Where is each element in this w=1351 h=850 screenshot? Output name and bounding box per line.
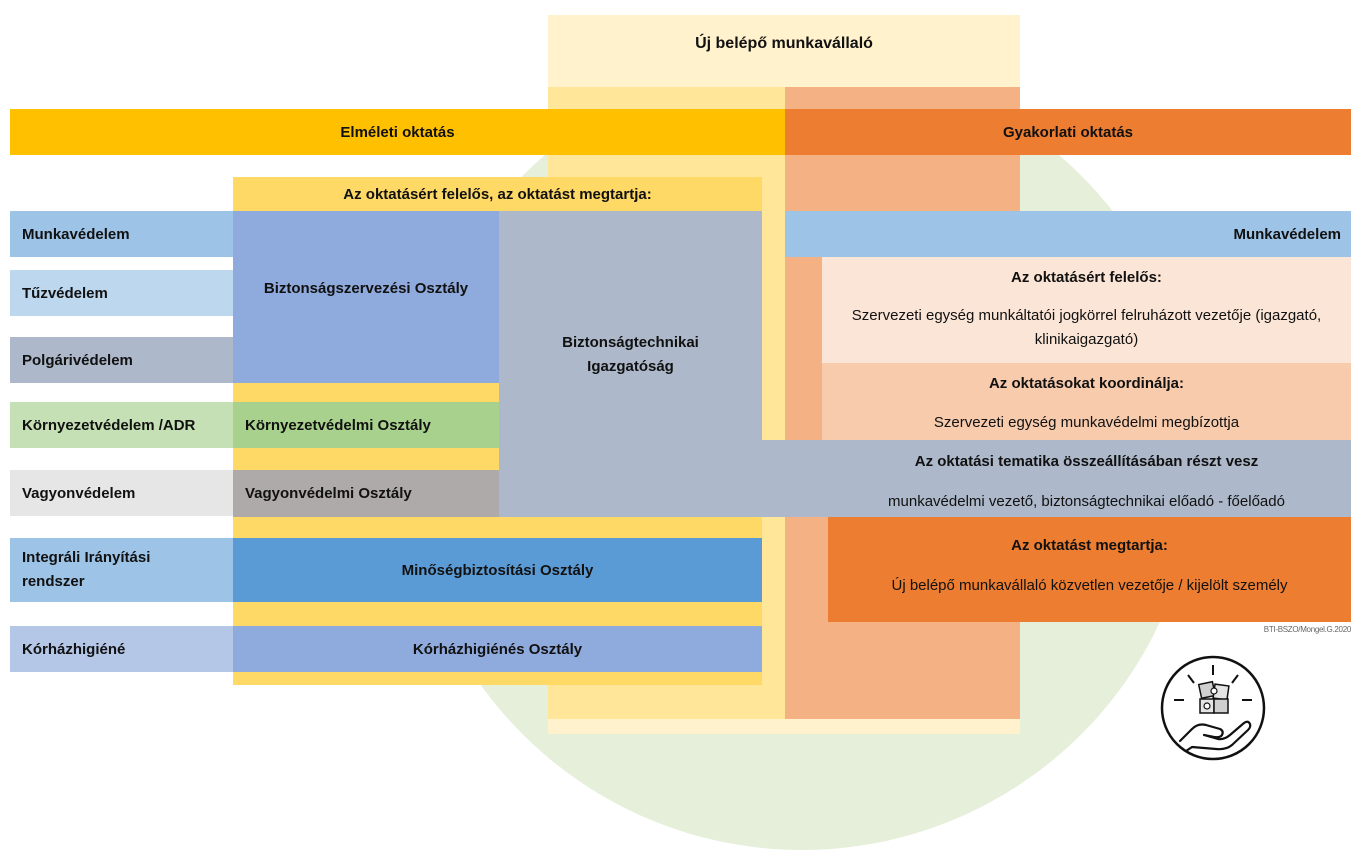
unit-property: Vagyonvédelmi Osztály (233, 470, 499, 517)
practice-header: Gyakorlati oktatás (785, 109, 1351, 155)
unit-quality: Minőségbiztosítási Osztály (233, 538, 762, 602)
practice-area-munkavedelem: Munkavédelem (785, 211, 1351, 257)
coordinator-title: Az oktatásokat koordinálja: (988, 374, 1185, 392)
thematic-title: Az oktatási tematika összeállításában ré… (914, 452, 1259, 470)
unit-hygiene: Kórházhigiénés Osztály (233, 626, 762, 672)
trainer-box (828, 517, 1351, 622)
responsible-box (822, 257, 1351, 363)
area-vagyonvedelem: Vagyonvédelem (10, 470, 233, 516)
trainer-text: Új belépő munkavállaló közvetlen vezetőj… (891, 576, 1288, 594)
header-title: Új belépő munkavállaló (695, 35, 873, 52)
area-integralt-iranyitasi: Integráli Irányítási rendszer (10, 538, 233, 602)
area-tuzvedelem: Tűzvédelem (10, 270, 233, 316)
responsible-header: Az oktatásért felelős, az oktatást megta… (343, 185, 652, 203)
area-munkavedelem: Munkavédelem (10, 211, 233, 257)
coordinator-text: Szervezeti egység munkavédelmi megbízott… (933, 413, 1240, 431)
area-polgarivedelem: Polgárivédelem (10, 337, 233, 383)
thematic-text: munkavédelmi vezető, biztonságtechnikai … (888, 492, 1285, 510)
credit-text: BTI-BSZO/Mongel.G.2020 (1263, 625, 1351, 634)
unit-security-org: Biztonságszervezési Osztály (233, 211, 499, 383)
theory-header: Elméleti oktatás (10, 109, 785, 155)
area-korhazhigiene: Kórházhigiéné (10, 626, 233, 672)
unit-security-tech-label: Biztonságtechnikai Igazgatóság (562, 334, 699, 375)
coordinator-box (822, 363, 1351, 440)
trainer-title: Az oktatást megtartja: (1011, 536, 1168, 554)
responsible-text: Szervezeti egység munkáltatói jogkörrel … (851, 307, 1322, 348)
unit-environment: Környezetvédelmi Osztály (233, 402, 499, 448)
header-column-bg (548, 15, 1020, 87)
area-kornyezetvedelem: Környezetvédelem /ADR (10, 402, 233, 448)
security-tech-connector (499, 440, 1351, 517)
puzzle-hand-icon (1158, 653, 1268, 763)
responsible-title: Az oktatásért felelős: (1011, 268, 1162, 286)
theory-flow-tail (548, 719, 1020, 734)
